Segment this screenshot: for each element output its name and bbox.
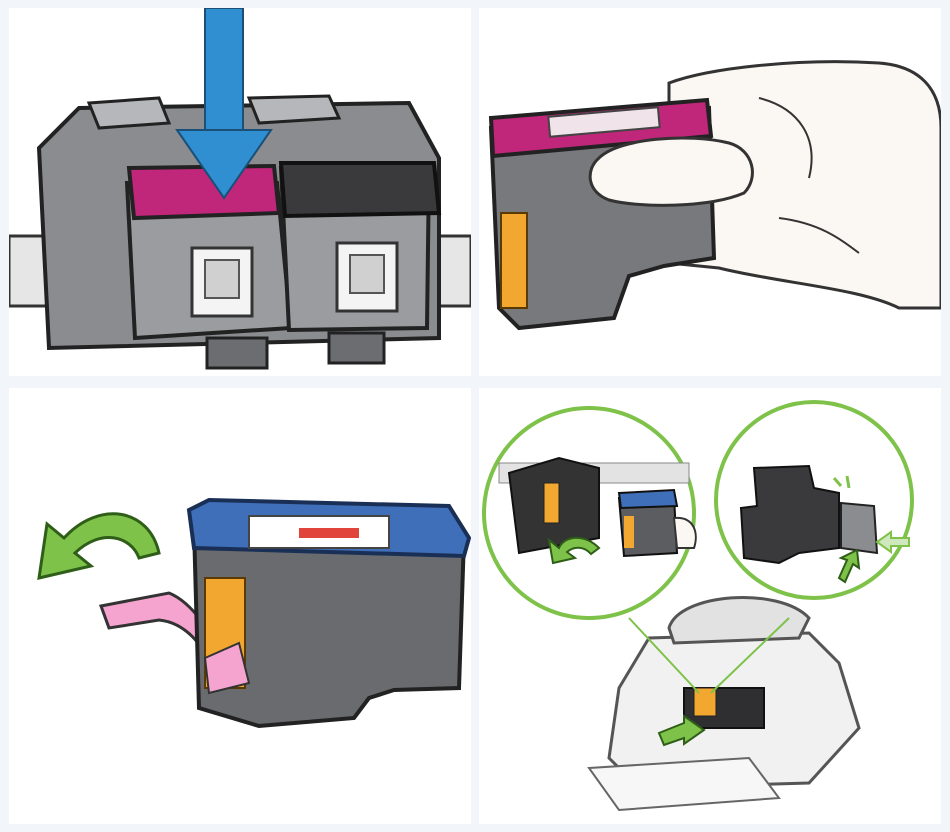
cartridge-top-label [547, 106, 661, 138]
remove-tape-illustration [37, 497, 471, 729]
panel-remove-tape [9, 388, 471, 824]
magnifier-left-content [498, 456, 697, 565]
carriage-latch-right [246, 94, 342, 125]
black-cartridge-top [278, 161, 442, 219]
carriage-foot-right [327, 331, 386, 365]
curved-arrow-left-icon [37, 512, 161, 580]
hold-cartridge-illustration [488, 60, 941, 331]
carriage-foot-left [205, 336, 269, 370]
panel-insert-cartridge [9, 8, 471, 376]
tape-on-contacts [203, 641, 251, 695]
color-cartridge-top [126, 163, 282, 221]
printer-cartridge [693, 687, 717, 717]
down-arrow-icon [175, 8, 273, 200]
slide-arrow-icon [875, 530, 910, 554]
insert-cartridge-illustration [9, 8, 471, 370]
push-arrow-icon [657, 714, 706, 747]
push-arrow-up-icon [837, 548, 861, 584]
paper-tray [587, 756, 781, 812]
panel-printer-install [479, 388, 941, 824]
black-cartridge-barcode [349, 254, 385, 294]
panel-hold-cartridge [479, 8, 941, 376]
finger-line-lower [778, 217, 860, 254]
callout-line-right [710, 617, 790, 694]
tri-color-cartridge [191, 525, 467, 729]
curved-arrow-icon [547, 536, 601, 565]
copper-contacts [500, 212, 528, 309]
magnifier-right-content [739, 464, 910, 584]
callout-line-left [628, 617, 700, 694]
carriage-latch-left [86, 96, 172, 130]
printer-install-illustration [482, 400, 914, 812]
finger-line [758, 97, 813, 179]
cartridge-label-red-bar [299, 528, 359, 538]
thumb [588, 136, 754, 207]
color-cartridge-barcode [204, 259, 240, 299]
hand [667, 60, 941, 310]
